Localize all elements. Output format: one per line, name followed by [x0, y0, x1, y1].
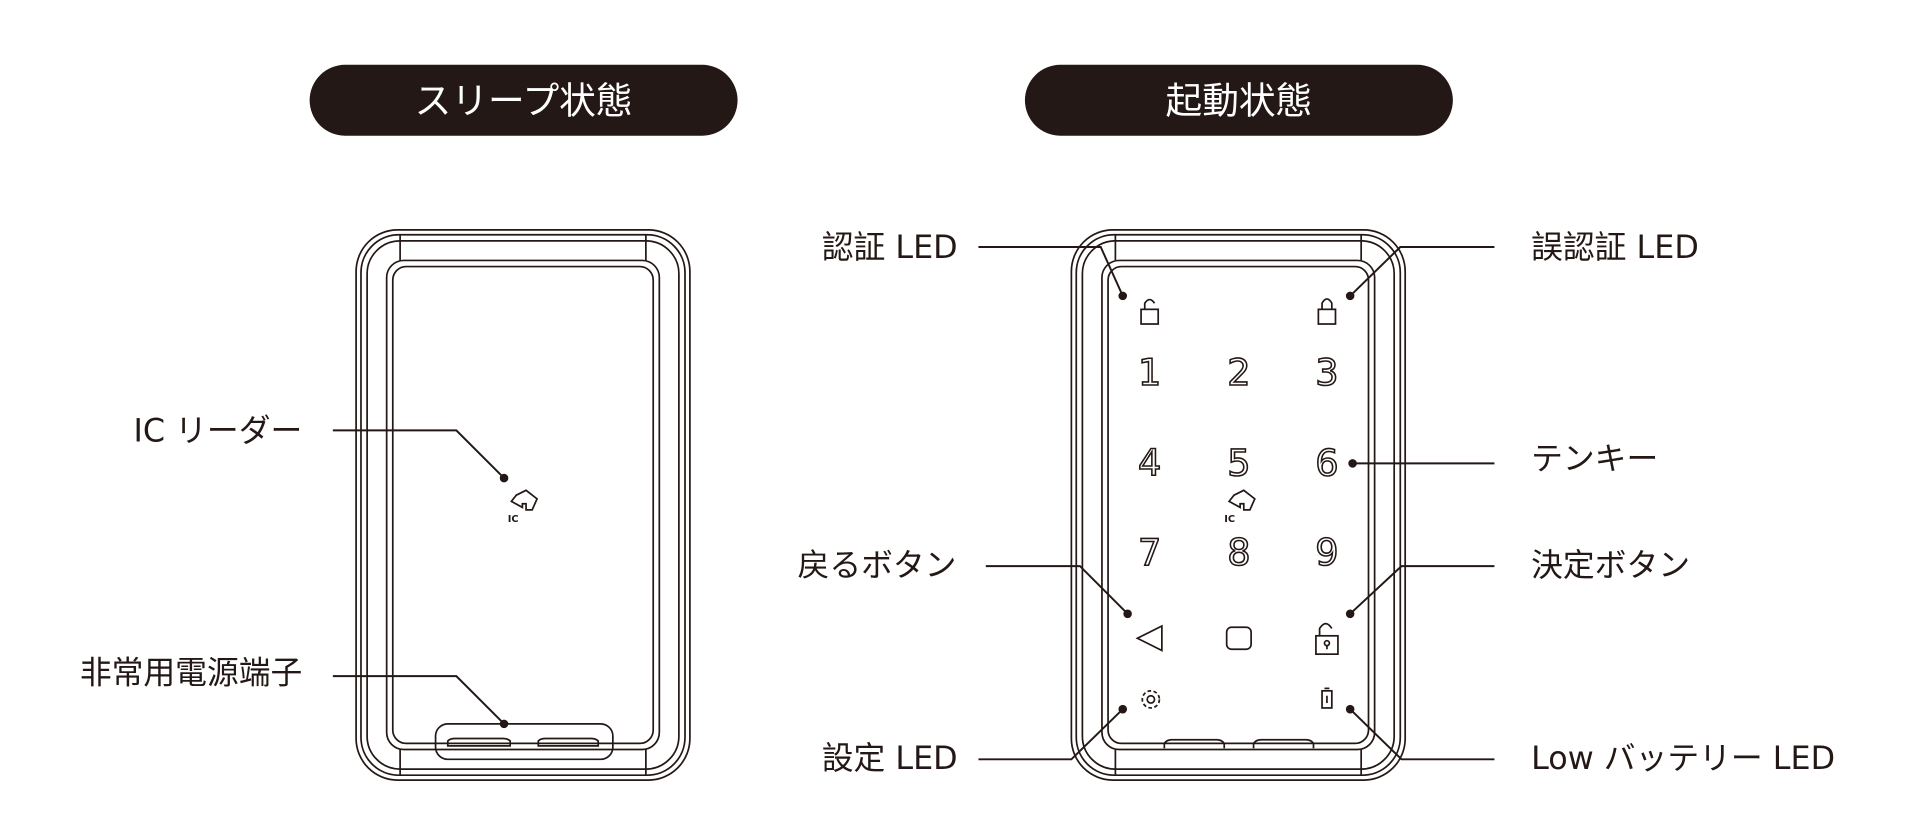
gear-icon	[1141, 689, 1161, 709]
lock-led-icon	[1317, 298, 1337, 325]
label-back-button: 戻るボタン	[798, 547, 957, 584]
key-0[interactable]	[1225, 626, 1252, 651]
label-enter-button: 決定ボタン	[1531, 547, 1690, 584]
key-4[interactable]: 4	[1137, 441, 1162, 486]
label-auth-error-led: 誤認証 LED	[1531, 229, 1699, 266]
active-state-heading: 起動状態	[1024, 64, 1453, 136]
label-low-battery-led: Low バッテリー LED	[1531, 740, 1835, 777]
label-keypad: テンキー	[1531, 441, 1658, 478]
active-device: 1 2 3 4 5 6 7 8 9 IC	[798, 229, 1835, 781]
label-ic-reader: IC リーダー	[133, 412, 302, 449]
label-settings-led: 設定 LED	[822, 740, 958, 777]
label-emergency-terminal: 非常用電源端子	[80, 654, 302, 691]
active-state-title: 起動状態	[1166, 80, 1313, 123]
keypad: 1 2 3 4 5 6 7 8 9 IC	[1135, 350, 1339, 709]
label-auth-led: 認証 LED	[822, 229, 958, 266]
key-6[interactable]: 6	[1314, 441, 1339, 486]
sleep-state-title: スリープ状態	[415, 80, 633, 123]
back-triangle-icon[interactable]	[1135, 624, 1163, 652]
ic-reader-icon	[510, 489, 538, 511]
emergency-terminal-outline	[434, 722, 614, 761]
key-2[interactable]: 2	[1226, 350, 1251, 395]
key-8[interactable]: 8	[1226, 530, 1251, 575]
key-7[interactable]: 7	[1137, 530, 1162, 575]
sleep-device: IC IC リーダー 非常用電源端子	[80, 229, 691, 781]
key-5[interactable]: 5	[1226, 441, 1251, 486]
terminal-slot	[537, 737, 600, 747]
key-9[interactable]: 9	[1314, 530, 1339, 575]
battery-icon	[1321, 687, 1333, 709]
terminal-slot	[446, 737, 512, 747]
ic-mark-text: IC	[508, 514, 519, 525]
unlock-led-icon	[1140, 298, 1160, 325]
sleep-state-heading: スリープ状態	[309, 64, 738, 136]
ic-mark-text: IC	[1224, 514, 1235, 525]
key-3[interactable]: 3	[1314, 350, 1339, 395]
enter-unlock-icon[interactable]	[1315, 622, 1339, 656]
key-1[interactable]: 1	[1137, 350, 1162, 395]
ic-reader-icon	[1228, 489, 1256, 511]
